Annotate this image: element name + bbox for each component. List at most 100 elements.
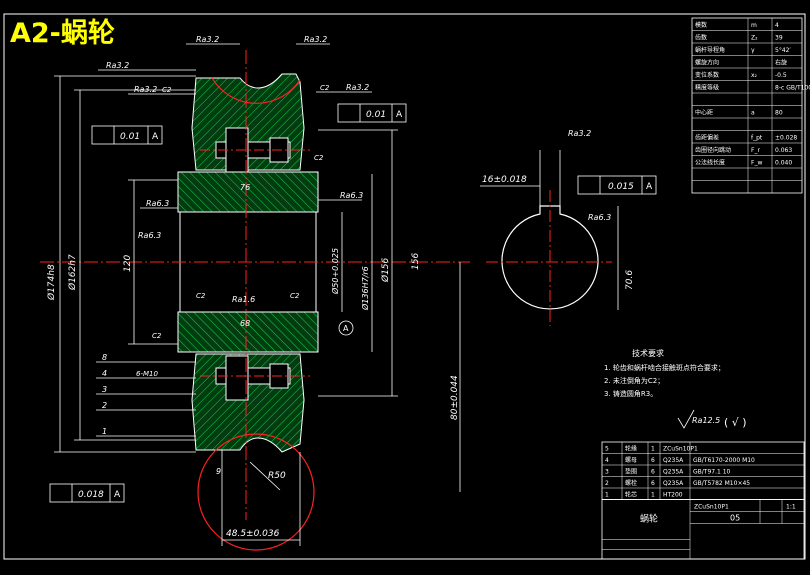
dim-156b: 156 [411,253,421,270]
tol-frame-3-datum: A [646,182,653,192]
tech-req-3: 3. 铸造圆角R3。 [604,389,657,398]
param-cell: Z₂ [751,35,758,42]
part-balloons: 8 4 3 2 1 9 [96,353,221,476]
bore-with-keyway [501,205,599,310]
roughness-8: Ra1.6 [232,295,255,304]
drawing-title: A2-蜗轮 [10,18,115,49]
bom-cell: 2 [605,480,609,487]
roughness-6: Ra6.3 [146,199,169,208]
balloon-3: 3 [102,385,107,394]
param-cell: 齿圈径向跳动 [695,146,731,154]
param-cell: 5°42′ [775,47,791,54]
roughness-7: Ra6.3 [340,191,363,200]
balloon-1: 1 [102,427,107,436]
tol-frame-2-datum: A [396,110,403,120]
param-cell: 变位系数 [695,71,719,79]
bom-cell: 1 [651,446,655,453]
dim-bore: Ø50+0.025 [330,248,340,295]
dim-keyway-width: 16±0.018 [482,175,527,185]
chamfer-1: C2 [162,86,172,94]
bom-cell: HT200 [663,492,683,499]
bom-cell: 螺母 [625,456,637,464]
tol-frame-3-value: 0.015 [608,182,634,192]
dim-fit: Ø136H7/r6 [360,266,370,311]
bom-cell: 3 [605,469,609,476]
param-cell: 80 [775,110,783,117]
chamfer-6: C2 [314,154,324,162]
bom-cell: 轮芯 [625,491,637,499]
dim-76: 76 [240,183,250,192]
bom-cell: 4 [605,457,609,464]
tech-req-heading: 技术要求 [632,348,664,358]
param-cell: 模数 [695,21,707,29]
roughness-3: Ra3.2 [106,61,129,70]
bom-cell: GB/T6170-2000 M10 [693,457,755,464]
param-cell: x₂ [751,72,758,79]
dim-68: 68 [240,319,250,328]
chamfer-3: C2 [196,292,206,300]
dimension-texts: Ø174h8 Ø162h7 120 Ø50+0.025 Ø136H7/r6 Ø1… [46,183,460,539]
title-block-material: ZCuSn10P1 [694,504,729,511]
hub-lower-hatch [177,311,319,353]
param-cell: -0.5 [775,72,787,79]
roughness-other: Ra12.5 [692,416,720,425]
chamfer-2: C2 [320,84,330,92]
datum-a-circle [338,320,354,336]
roughness-2: Ra3.2 [304,35,327,44]
param-cell: 精度等级 [695,84,719,92]
chamfer-5: C2 [152,332,162,340]
tol-frame-2-value: 0.01 [366,110,386,120]
param-cell: F_w [751,160,762,167]
dim-120: 120 [123,255,133,272]
dimension-lines [54,75,461,546]
tol-frame-1-datum: A [152,132,159,142]
param-cell: 中心距 [695,109,713,117]
roughness-11: Ra3.2 [568,129,591,138]
bom-cell: 垫圈 [625,468,637,476]
worm-pitch-circle-lower [197,433,315,551]
tech-req-2: 2. 未注倒角为C2； [604,376,664,385]
worm-pitch-arc-upper [211,77,301,104]
bom-cell: 6 [651,480,655,487]
bom-cell: 6 [651,457,655,464]
dim-center: 80±0.044 [450,375,460,420]
datum-a-label: A [343,324,349,333]
drawing-frame [3,13,806,560]
bom-cell: 轮缘 [625,445,637,453]
title-block-drawing-no: 05 [730,514,740,523]
bom-cell: 1 [651,492,655,499]
roughness-other-mark: ( √ ) [724,416,747,429]
bom-cell: 螺栓 [625,479,637,487]
param-cell: a [751,110,755,117]
balloon-9: 9 [216,467,221,476]
chamfer-4: C2 [290,292,300,300]
roughness-12: Ra6.3 [138,231,161,240]
tol-frame-4-datum: A [114,490,121,500]
dim-r50: R50 [268,471,286,481]
bom-cell: GB/T5782 M10×45 [693,480,750,487]
bom-cell: Q235A [663,469,684,476]
param-cell: 蜗杆导程角 [695,46,725,54]
param-cell: m [751,22,757,29]
hub-upper-hatch [177,171,319,213]
dim-throat: Ø162h7 [67,254,78,291]
dim-156: Ø156 [380,257,391,283]
tolerance-frames: 0.01 A 0.01 A 0.015 A 0.018 A [49,103,657,503]
roughness-10: Ra6.3 [588,213,611,222]
keyway-view: 16±0.018 70.6 [480,150,635,326]
section-view [40,50,470,551]
bom-cell: Q235A [663,480,684,487]
dim-width: 48.5±0.036 [226,529,280,539]
balloon-8: 8 [102,353,107,362]
balloon-4: 4 [102,369,107,378]
param-cell: 齿距偏差 [695,134,719,142]
bom-cell: 6 [651,469,655,476]
tech-requirements: 技术要求 1. 轮齿和蜗杆啮合接触斑点符合要求； 2. 未注倒角为C2； 3. … [604,348,725,398]
roughness-5: Ra3.2 [346,83,369,92]
param-cell: 0.063 [775,147,792,154]
dim-keyway-depth: 70.6 [625,270,635,290]
param-cell: γ [751,47,755,54]
